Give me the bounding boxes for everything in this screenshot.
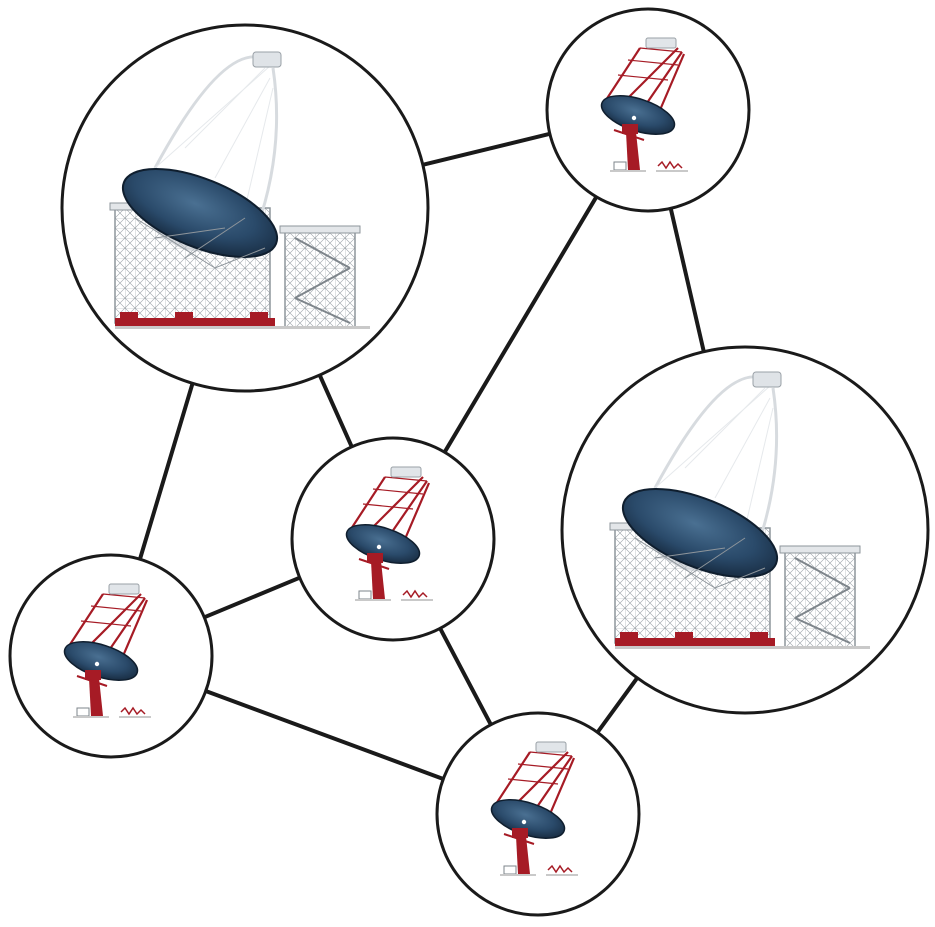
- edge-mst-1-mst-2: [442, 194, 599, 455]
- node-medium-telescope-3: [8, 553, 214, 759]
- edge-lst-1-mst-3: [137, 381, 195, 562]
- edge-lst-1-mst-1: [420, 131, 552, 167]
- edge-lst-1-mst-2: [317, 373, 354, 449]
- edge-mst-2-mst-3: [202, 575, 302, 620]
- node-medium-telescope-2: [290, 436, 496, 642]
- large-telescope-icon: [109, 51, 370, 329]
- node-medium-telescope-4: [435, 711, 641, 917]
- edge-mst-1-lst-2: [668, 206, 706, 354]
- edge-mst-2-mst-4: [438, 626, 493, 727]
- node-large-telescope-2: [560, 345, 930, 715]
- edge-lst-2-mst-4: [595, 675, 640, 735]
- node-medium-telescope-1: [545, 7, 751, 213]
- large-telescope-icon: [609, 371, 870, 649]
- node-large-telescope-1: [60, 23, 430, 393]
- connection-lines: [137, 131, 706, 781]
- edge-mst-3-mst-4: [203, 689, 446, 781]
